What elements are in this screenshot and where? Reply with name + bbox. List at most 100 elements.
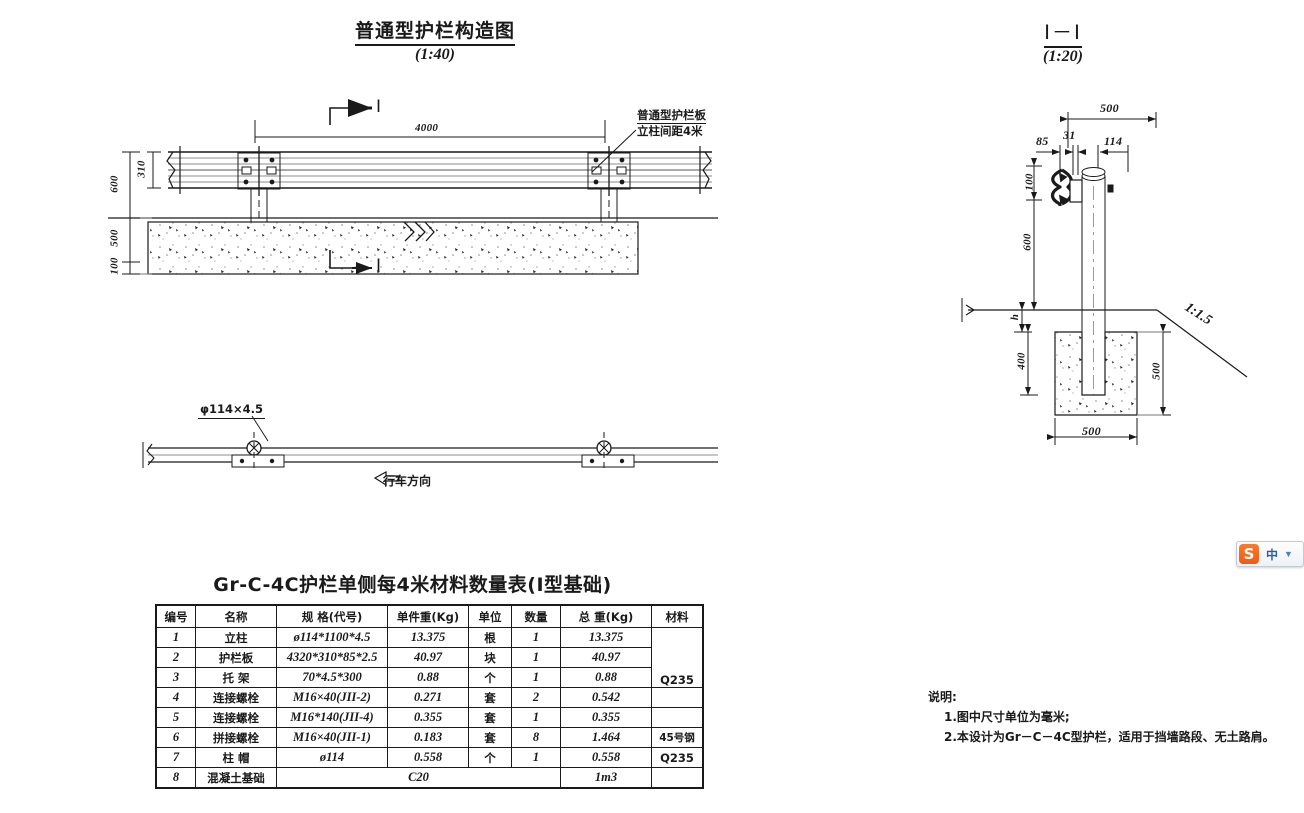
section-view-title-block: Ⅰ－Ⅰ (1:20): [1043, 16, 1083, 66]
section-view-title: Ⅰ－Ⅰ: [1044, 22, 1082, 48]
table-row: 4 连接螺栓 M16×40(JII-2) 0.271 套 2 0.542: [155, 687, 704, 708]
cell-spec: M16×40(JII-2): [276, 687, 388, 708]
cell-material-empty: [651, 707, 704, 728]
chevron-down-icon[interactable]: ▼: [1284, 549, 1293, 559]
concrete-foundation-elevation: [147, 221, 639, 275]
table-header-row: 编号 名称 规 格(代号) 单件重(Kg) 单位 数量 总 重(Kg) 材料: [155, 604, 704, 628]
post-section: [1081, 167, 1114, 395]
cell-unit: 套: [468, 727, 512, 748]
cell-no: 5: [155, 707, 196, 728]
dim-section-31: 31: [1063, 128, 1076, 142]
cell-unit-weight: 0.355: [387, 707, 469, 728]
cell-total: 13.375: [560, 627, 652, 648]
callout-line-1: 普通型护栏板: [637, 108, 706, 124]
cell-total: 0.542: [560, 687, 652, 708]
main-view-title-block: 普通型护栏构造图 (1:40): [355, 16, 516, 64]
callout-line-2: 立柱间距4米: [637, 124, 703, 138]
cell-qty: 1: [511, 627, 561, 648]
section-view-scale: (1:20): [1043, 48, 1083, 65]
th-spec: 规 格(代号): [276, 604, 388, 628]
cell-name: 混凝土基础: [195, 767, 277, 789]
dim-section-100: 100: [1023, 173, 1036, 191]
cell-no: 6: [155, 727, 196, 748]
cell-qty: 2: [511, 687, 561, 708]
cell-material-q235-bottom: Q235: [651, 747, 704, 768]
cell-unit-weight: 0.558: [387, 747, 469, 768]
plan-view: [142, 415, 718, 470]
section-offsets-dimensions: [1036, 145, 1129, 178]
cell-unit: 个: [468, 667, 512, 688]
section-marker-top: [329, 99, 372, 125]
cell-qty: 1: [511, 647, 561, 668]
main-view-scale: (1:40): [415, 46, 455, 63]
cell-no: 1: [155, 627, 196, 648]
dim-section-600: 600: [1021, 233, 1034, 251]
table-row: 5 连接螺栓 M16*140(JII-4) 0.355 套 1 0.355: [155, 707, 704, 728]
beam-bracket: [1069, 179, 1083, 203]
ime-toolbar[interactable]: S 中 ▼: [1236, 541, 1304, 567]
dim-section-85: 85: [1036, 134, 1049, 148]
dim-span-4000: 4000: [415, 122, 439, 134]
slope-label: 1:1.5: [1181, 300, 1215, 329]
cell-no: 7: [155, 747, 196, 768]
th-unit: 单位: [468, 604, 512, 628]
section-mark-label-bottom: Ⅰ: [376, 256, 384, 275]
cell-total: 40.97: [560, 647, 652, 668]
main-view-title: 普通型护栏构造图: [355, 20, 516, 46]
th-qty: 数量: [511, 604, 561, 628]
cell-total: 0.88: [560, 667, 652, 688]
table-row: 1 立柱 ø114*1100*4.5 13.375 根 1 13.375 Q23…: [155, 627, 704, 688]
cell-no: 8: [155, 767, 196, 789]
cell-spec-concrete: C20: [276, 767, 561, 789]
dim-section-footing-width-500: 500: [1082, 424, 1101, 438]
cell-name: 柱 帽: [195, 747, 277, 768]
table-row: 3 托 架 70*4.5*300 0.88 个 1 0.88: [155, 667, 703, 688]
cell-name: 立柱: [195, 627, 277, 648]
cell-unit: 根: [468, 627, 512, 648]
cell-material-45steel: 45号钢: [651, 727, 704, 748]
cell-unit: 个: [468, 747, 512, 768]
cell-spec: M16×40(JII-1): [276, 727, 388, 748]
quantity-table-title: Gr-C-4C护栏单侧每4米材料数量表(Ⅰ型基础): [213, 574, 612, 596]
cell-qty: 1: [511, 667, 561, 688]
table-row: 8 混凝土基础 C20 1m3: [155, 767, 704, 789]
ime-language-mode-button[interactable]: 中: [1266, 547, 1279, 562]
cell-spec: 4320*310*85*2.5: [276, 647, 388, 668]
cell-unit-weight: 40.97: [387, 647, 469, 668]
th-unit-weight: 单件重(Kg): [387, 604, 469, 628]
driving-direction-text: 行车方向: [383, 474, 432, 488]
cell-spec: ø114: [276, 747, 388, 768]
post-elevation-1: [250, 189, 268, 269]
dim-section-h: h: [1009, 313, 1022, 321]
driving-direction-label: 行车方向: [383, 472, 431, 489]
cell-spec: M16*140(JII-4): [276, 707, 388, 728]
th-total: 总 重(Kg): [560, 604, 652, 628]
section-marker-bottom: [329, 250, 372, 274]
cell-unit-weight: 13.375: [387, 627, 469, 648]
dim-section-114: 114: [1104, 134, 1123, 148]
dim-section-400: 400: [1015, 352, 1028, 370]
cell-unit-weight: 0.271: [387, 687, 469, 708]
callout-leader-rail: [591, 129, 637, 173]
cell-no: 4: [155, 687, 196, 708]
cell-total: 1.464: [560, 727, 652, 748]
sogou-logo-icon[interactable]: S: [1239, 544, 1259, 564]
cell-spec: 70*4.5*300: [276, 667, 388, 688]
table-row: 2 护栏板 4320*310*85*2.5 40.97 块 1 40.97: [155, 647, 703, 668]
dim-section-footing-500: 500: [1150, 362, 1163, 380]
cell-no: 3: [155, 667, 196, 688]
cell-unit-weight: 0.88: [387, 667, 469, 688]
cell-name: 连接螺栓: [195, 707, 277, 728]
cell-no: 2: [155, 647, 196, 668]
cell-total: 0.355: [560, 707, 652, 728]
concrete-footing-section: [1054, 331, 1138, 416]
cell-qty: 8: [511, 727, 561, 748]
cell-material-empty: [651, 687, 704, 708]
cell-qty: 1: [511, 747, 561, 768]
cell-total: 1m3: [560, 767, 652, 789]
table-row: 6 拼接螺栓 M16×40(JII-1) 0.183 套 8 1.464 45号…: [155, 727, 704, 748]
splice-detail-post-2: [587, 146, 631, 196]
dim-beam-310: 310: [135, 160, 148, 178]
guardrail-beam-elevation: [166, 146, 712, 194]
post-elevation-2: [600, 189, 618, 269]
